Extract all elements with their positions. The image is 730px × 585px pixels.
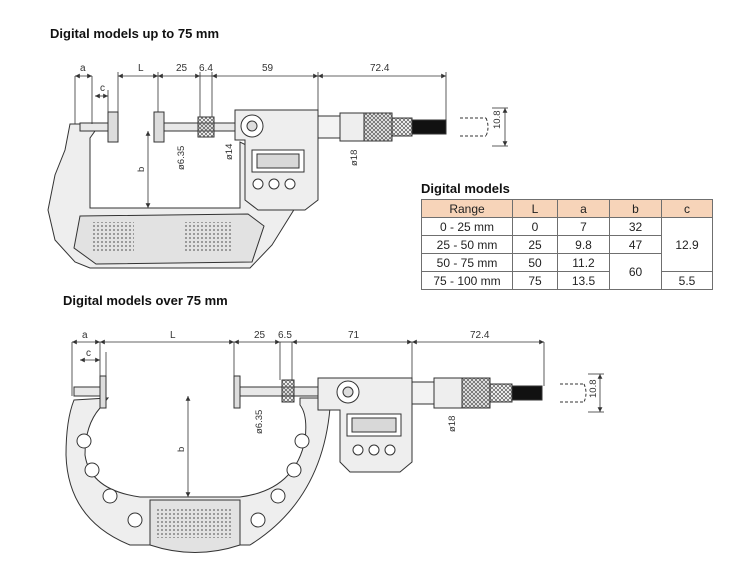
dimensions-top xyxy=(74,72,508,208)
cell-L: 50 xyxy=(512,253,558,272)
cell-b: 32 xyxy=(609,217,662,236)
disc-anvil-top xyxy=(107,111,119,143)
button-bottom-1 xyxy=(352,444,364,456)
ratchet-bottom xyxy=(489,383,513,403)
disc-spindle-top xyxy=(153,111,165,143)
hole-bottom-7 xyxy=(286,462,302,478)
title-top: Digital models up to 75 mm xyxy=(50,26,220,41)
table-title: Digital models xyxy=(421,181,510,196)
dim-bottom-b: b xyxy=(176,447,187,452)
dim-top-L: L xyxy=(138,63,144,74)
cell-range: 0 - 25 mm xyxy=(421,217,513,236)
title-bottom: Digital models over 75 mm xyxy=(63,293,228,308)
lock-ring-bottom xyxy=(281,379,295,403)
micrometer-top xyxy=(47,109,489,269)
table-row: 0 - 25 mm 0 7 32 12.9 xyxy=(421,217,713,272)
dim-bottom-72-4: 72.4 xyxy=(470,330,490,341)
hole-bottom-8 xyxy=(294,433,310,449)
dim-bottom-10-8: 10.8 xyxy=(588,380,599,399)
cell-c: 5.5 xyxy=(661,271,713,290)
table-row: 25 - 50 mm 25 9.8 47 xyxy=(421,235,713,254)
cell-L: 25 xyxy=(512,235,558,254)
ratchet-cap-bottom xyxy=(511,385,543,401)
table-row: 75 - 100 mm 75 13.5 5.5 xyxy=(421,271,713,290)
header-b: b xyxy=(609,199,662,218)
cell-L: 75 xyxy=(512,271,558,290)
hole-bottom-4 xyxy=(127,512,143,528)
header-L: L xyxy=(512,199,558,218)
hole-bottom-2 xyxy=(84,462,100,478)
cell-b: 47 xyxy=(609,235,662,254)
header-c: c xyxy=(661,199,713,218)
cell-a: 7 xyxy=(557,217,610,236)
dim-top-10-8: 10.8 xyxy=(492,111,503,130)
dim-bottom-71: 71 xyxy=(348,330,360,341)
button-top-1 xyxy=(252,178,264,190)
button-top-2 xyxy=(268,178,280,190)
dim-top-b: b xyxy=(136,167,147,172)
dim-bottom-6-5: 6.5 xyxy=(278,330,292,341)
sleeve-bottom xyxy=(411,381,435,405)
dim-bottom-25: 25 xyxy=(254,330,266,341)
hole-bottom-1 xyxy=(76,433,92,449)
cell-b: 60 xyxy=(609,253,662,290)
sleeve-top xyxy=(317,115,341,139)
lock-ring-top xyxy=(197,116,215,138)
ratchet-cap-top xyxy=(411,119,447,135)
hole-bottom-5 xyxy=(250,512,266,528)
grip-dots-right xyxy=(185,222,233,252)
dim-top-6-4: 6.4 xyxy=(199,63,213,74)
dim-top-72-4: 72.4 xyxy=(370,63,390,74)
dim-bottom-L: L xyxy=(170,330,176,341)
dim-top-phi-6-35: ø6.35 xyxy=(176,146,187,170)
dim-top-59: 59 xyxy=(262,63,274,74)
dim-bottom-phi-6-35: ø6.35 xyxy=(254,410,265,434)
header-range: Range xyxy=(421,199,513,218)
dim-top-25: 25 xyxy=(176,63,188,74)
table-row: 50 - 75 mm 50 11.2 60 xyxy=(421,253,713,290)
button-bottom-2 xyxy=(368,444,380,456)
grip-dots-left xyxy=(92,222,134,252)
disc-anvil-bottom xyxy=(99,375,107,409)
hole-bottom-6 xyxy=(270,488,286,504)
cell-c: 12.9 xyxy=(661,217,713,272)
micrometer-bottom xyxy=(65,375,587,553)
cell-range: 25 - 50 mm xyxy=(421,235,513,254)
button-top-3 xyxy=(284,178,296,190)
hole-bottom-3 xyxy=(102,488,118,504)
dim-bottom-phi-18: ø18 xyxy=(447,416,458,432)
cell-a: 9.8 xyxy=(557,235,610,254)
grip-dots-bottom xyxy=(157,508,233,538)
cell-a: 11.2 xyxy=(557,253,610,272)
dim-top-a: a xyxy=(80,63,86,74)
dim-top-phi-14: ø14 xyxy=(224,144,235,160)
disc-spindle-bottom xyxy=(233,375,241,409)
dim-top-phi-18: ø18 xyxy=(349,150,360,166)
dim-bottom-c: c xyxy=(86,348,91,359)
dimensions-bottom xyxy=(71,339,604,497)
table-header-row: Range L a b c xyxy=(421,199,713,218)
cell-range: 75 - 100 mm xyxy=(421,271,513,290)
cell-a: 13.5 xyxy=(557,271,610,290)
dim-top-c: c xyxy=(100,83,105,94)
button-bottom-3 xyxy=(384,444,396,456)
spec-table: Range L a b c 0 - 25 mm 0 7 32 12.9 25 -… xyxy=(421,199,713,290)
header-a: a xyxy=(557,199,610,218)
anvil-top xyxy=(79,122,109,132)
dim-bottom-a: a xyxy=(82,330,88,341)
ratchet-top xyxy=(391,117,413,137)
cell-range: 50 - 75 mm xyxy=(421,253,513,272)
cell-L: 0 xyxy=(512,217,558,236)
